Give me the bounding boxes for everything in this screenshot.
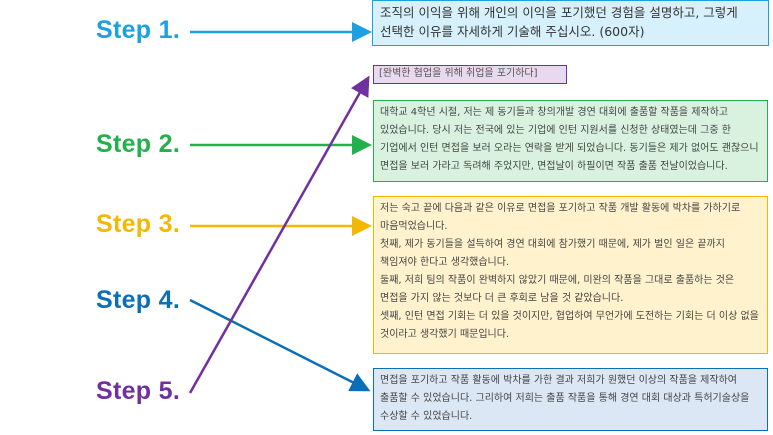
title-box: [완벽한 협업을 위해 취업을 포기하다] [373, 65, 567, 84]
title-text: [완벽한 협업을 위해 취업을 포기하다] [379, 68, 538, 79]
step-5-label: Step 5. [96, 377, 181, 405]
reason-1: 첫째, 제가 동기들을 설득하여 경연 대회에 참가했기 때문에, 제가 벌인 … [380, 239, 725, 268]
step-2-label: Step 2. [96, 130, 181, 158]
question-line-2: 선택한 이유를 자세하게 기술해 주십시오. (600자) [380, 24, 645, 39]
result-text: 면접을 포기하고 작품 활동에 박차를 가한 결과 저희가 원했던 이상의 작품… [380, 375, 750, 422]
arrow-step4 [189, 298, 371, 392]
result-box: 면접을 포기하고 작품 활동에 박차를 가한 결과 저희가 원했던 이상의 작품… [373, 368, 768, 431]
reason-2: 둘째, 저희 팀의 작품이 완벽하지 않았기 때문에, 미완의 작품을 그대로 … [380, 275, 735, 304]
question-line-1: 조직의 이익을 위해 개인의 이익을 포기했던 경험을 설명하고, 그렇게 [380, 5, 738, 20]
situation-text: 대학교 4학년 시절, 저는 제 동기들과 창의개발 경연 대회에 출품할 작품… [380, 107, 759, 172]
step-4-label: Step 4. [96, 286, 181, 314]
situation-box: 대학교 4학년 시절, 저는 제 동기들과 창의개발 경연 대회에 출품할 작품… [373, 100, 768, 182]
arrow-step5 [188, 75, 370, 394]
reason-intro: 저는 숙고 끝에 다음과 같은 이유로 면접을 포기하고 작품 개발 활동에 박… [380, 203, 741, 232]
step-3-label: Step 3. [96, 210, 181, 238]
reason-3: 셋째, 인턴 면접 기회는 더 있을 것이지만, 협업하여 무언가에 도전하는 … [380, 311, 759, 340]
question-box: 조직의 이익을 위해 개인의 이익을 포기했던 경험을 설명하고, 그렇게 선택… [372, 0, 769, 46]
step-1-label: Step 1. [96, 16, 181, 44]
reasons-box: 저는 숙고 끝에 다음과 같은 이유로 면접을 포기하고 작품 개발 활동에 박… [373, 196, 768, 354]
